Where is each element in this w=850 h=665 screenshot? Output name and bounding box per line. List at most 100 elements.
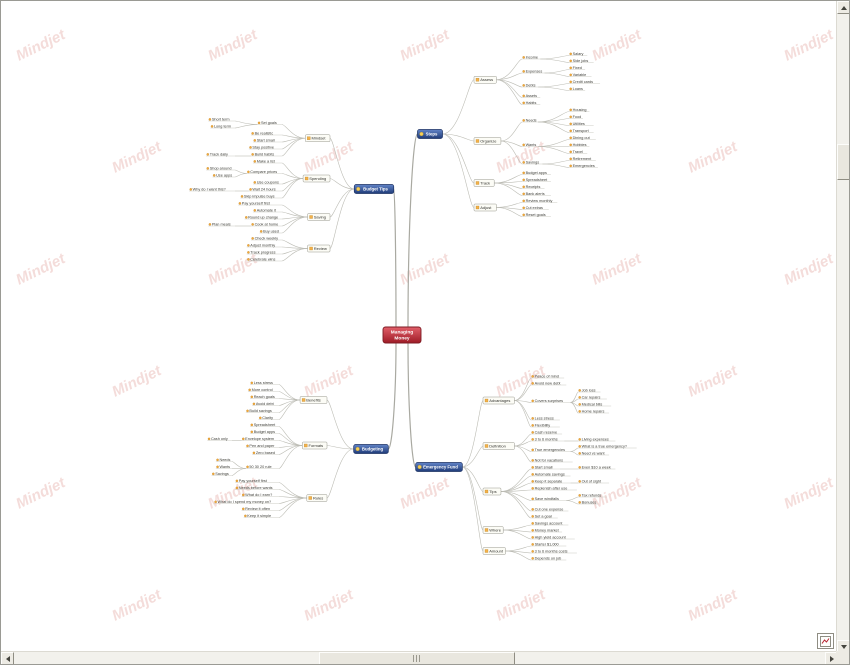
map-node-avoid-new-debt[interactable]: Avoid new debt: [531, 382, 567, 386]
map-node-stay-positive[interactable]: Stay positive: [248, 146, 282, 150]
map-node-start-small[interactable]: Start small: [531, 466, 560, 470]
map-node-short-term[interactable]: Short term: [208, 118, 235, 122]
map-node-3-to-6-months-costs[interactable]: 3 to 6 months costs: [531, 550, 577, 554]
map-node-job-loss[interactable]: Job loss: [578, 389, 601, 393]
map-node-tips[interactable]: Tips: [482, 487, 502, 496]
map-node-income[interactable]: Income: [522, 56, 541, 60]
map-node-adjust-monthly[interactable]: Adjust monthly: [246, 244, 282, 248]
map-node-track-daily[interactable]: Track daily: [206, 153, 235, 157]
map-node-receipts[interactable]: Receipts: [522, 185, 545, 189]
map-node-flexibility[interactable]: Flexibility: [531, 424, 560, 428]
map-node-out-of-sight[interactable]: Out of sight: [578, 480, 610, 484]
map-node-savings-account[interactable]: Savings account: [531, 522, 569, 526]
map-node-need-vs-want[interactable]: Need vs want: [578, 452, 610, 456]
map-navigation-button[interactable]: [817, 633, 834, 649]
map-node-wants[interactable]: Wants: [215, 465, 232, 469]
map-node-savings[interactable]: Savings: [211, 472, 232, 476]
map-node-50-30-20-rule[interactable]: 50 30 20 rule: [245, 465, 279, 469]
map-node-pen-and-paper[interactable]: Pen and paper: [245, 444, 279, 448]
map-node-budget-tips[interactable]: Budget Tips: [353, 184, 395, 194]
map-node-pay-yourself-first[interactable]: Pay yourself first: [238, 202, 282, 206]
map-node-food[interactable]: Food: [569, 115, 584, 119]
vertical-scroll-thumb[interactable]: [837, 144, 849, 180]
map-node-long-term[interactable]: Long term: [210, 125, 235, 129]
map-node-build-savings[interactable]: Build savings: [245, 409, 279, 413]
map-node-less-stress[interactable]: Less stress: [250, 381, 279, 385]
map-node-cut-one-expense[interactable]: Cut one expense: [531, 508, 569, 512]
horizontal-scroll-thumb[interactable]: [319, 652, 515, 664]
map-node-buy-used[interactable]: Buy used: [259, 230, 282, 234]
map-node-money-market[interactable]: Money market: [531, 529, 563, 533]
map-node-emergencies[interactable]: Emergencies: [569, 164, 598, 168]
map-node-budgeting[interactable]: Budgeting: [353, 444, 389, 454]
map-node-savings[interactable]: Savings: [522, 161, 543, 165]
map-node-needs-before-wants[interactable]: Needs before wants: [235, 486, 279, 490]
map-node-spreadsheet[interactable]: Spreadsheet: [522, 178, 551, 182]
map-node-credit-cards[interactable]: Credit cards: [569, 80, 601, 84]
map-node-side-jobs[interactable]: Side jobs: [569, 59, 594, 63]
map-node-save-windfalls[interactable]: Save windfalls: [531, 497, 567, 501]
map-node-true-emergencies[interactable]: True emergencies: [531, 448, 571, 452]
map-node-formats[interactable]: Formats: [302, 441, 328, 450]
map-node-rules[interactable]: Rules: [306, 494, 328, 502]
map-node-skip-impulse-buys[interactable]: Skip impulse buys: [240, 195, 282, 199]
map-node-travel[interactable]: Travel: [569, 150, 588, 154]
map-node-zero-based[interactable]: Zero based: [252, 451, 279, 455]
map-node-expenses[interactable]: Expenses: [522, 70, 545, 74]
map-node-reach-goals[interactable]: Reach goals: [250, 395, 279, 399]
map-node-round-up-change[interactable]: Round up change: [244, 216, 282, 220]
map-node-definition[interactable]: Definition: [482, 442, 515, 450]
map-node-budget-apps[interactable]: Budget apps: [522, 171, 551, 175]
scroll-left-button[interactable]: [1, 652, 14, 664]
map-node-steps[interactable]: Steps: [417, 129, 443, 139]
map-node-check-weekly[interactable]: Check weekly: [250, 237, 282, 241]
map-node-build-habits[interactable]: Build habits: [250, 153, 282, 157]
map-node-variable[interactable]: Variable: [569, 73, 592, 77]
map-node-cut-extras[interactable]: Cut extras: [522, 206, 549, 210]
map-node-high-yield-account[interactable]: High yield account: [531, 536, 575, 540]
map-node-review-monthly[interactable]: Review monthly: [522, 199, 558, 203]
map-node-envelope-system[interactable]: Envelope system: [241, 437, 279, 441]
map-node-bank-alerts[interactable]: Bank alerts: [522, 192, 551, 196]
map-node-keep-it-separate[interactable]: Keep it separate: [531, 480, 571, 484]
map-node-track-progress[interactable]: Track progress: [246, 251, 282, 255]
map-node-home-repairs[interactable]: Home repairs: [578, 410, 610, 414]
map-node-assess[interactable]: Assess: [473, 76, 497, 84]
map-node-make-a-list[interactable]: Make a list: [253, 160, 282, 164]
map-node-peace-of-mind[interactable]: Peace of mind: [531, 375, 565, 379]
map-node-spreadsheet[interactable]: Spreadsheet: [250, 423, 279, 427]
map-node-habits[interactable]: Habits: [522, 101, 541, 105]
map-node-car-repairs[interactable]: Car repairs: [578, 396, 607, 400]
map-node-tax-refunds[interactable]: Tax refunds: [578, 494, 607, 498]
map-node-transport[interactable]: Transport: [569, 129, 594, 133]
map-node-use-coupons[interactable]: Use coupons: [253, 181, 282, 185]
map-node-more-control[interactable]: More control: [247, 388, 279, 392]
map-node-advantages[interactable]: Advantages: [482, 396, 515, 405]
map-node-why-do-i-want-this[interactable]: Why do I want this?: [189, 188, 235, 192]
map-node-assets[interactable]: Assets: [522, 94, 541, 98]
map-node-review[interactable]: Review: [307, 244, 331, 253]
map-node-start-small[interactable]: Start small: [253, 139, 282, 143]
map-node-where[interactable]: Where: [482, 526, 504, 534]
map-node-compare-prices[interactable]: Compare prices: [246, 170, 282, 174]
map-node-starter-1-000[interactable]: Starter $1,000: [531, 543, 567, 547]
map-node-shop-around[interactable]: Shop around: [206, 167, 235, 171]
map-node-track[interactable]: Track: [473, 179, 495, 187]
map-node-pay-yourself-first[interactable]: Pay yourself first: [235, 479, 279, 483]
map-node-use-apps[interactable]: Use apps: [212, 174, 235, 178]
map-node-celebrate-wins[interactable]: Celebrate wins: [246, 258, 282, 262]
map-node-cash-only[interactable]: Cash only: [207, 437, 232, 441]
map-node-3-to-6-months[interactable]: 3 to 6 months: [531, 438, 565, 442]
map-node-housing[interactable]: Housing: [569, 108, 590, 112]
map-node-automate-it[interactable]: Automate it: [253, 209, 282, 213]
map-node-what-is-a-true-emergency[interactable]: What is a true emergency?: [578, 445, 637, 449]
map-node-be-realistic[interactable]: Be realistic: [250, 132, 282, 136]
map-node-cook-at-home[interactable]: Cook at home: [250, 223, 282, 227]
map-node-utilities[interactable]: Utilities: [569, 122, 594, 126]
map-node-wait-24-hours[interactable]: Wait 24 hours: [248, 188, 282, 192]
map-node-not-for-vacations[interactable]: Not for vacations: [531, 459, 573, 463]
map-node-retirement[interactable]: Retirement: [569, 157, 596, 161]
map-node-fixed[interactable]: Fixed: [569, 66, 586, 70]
